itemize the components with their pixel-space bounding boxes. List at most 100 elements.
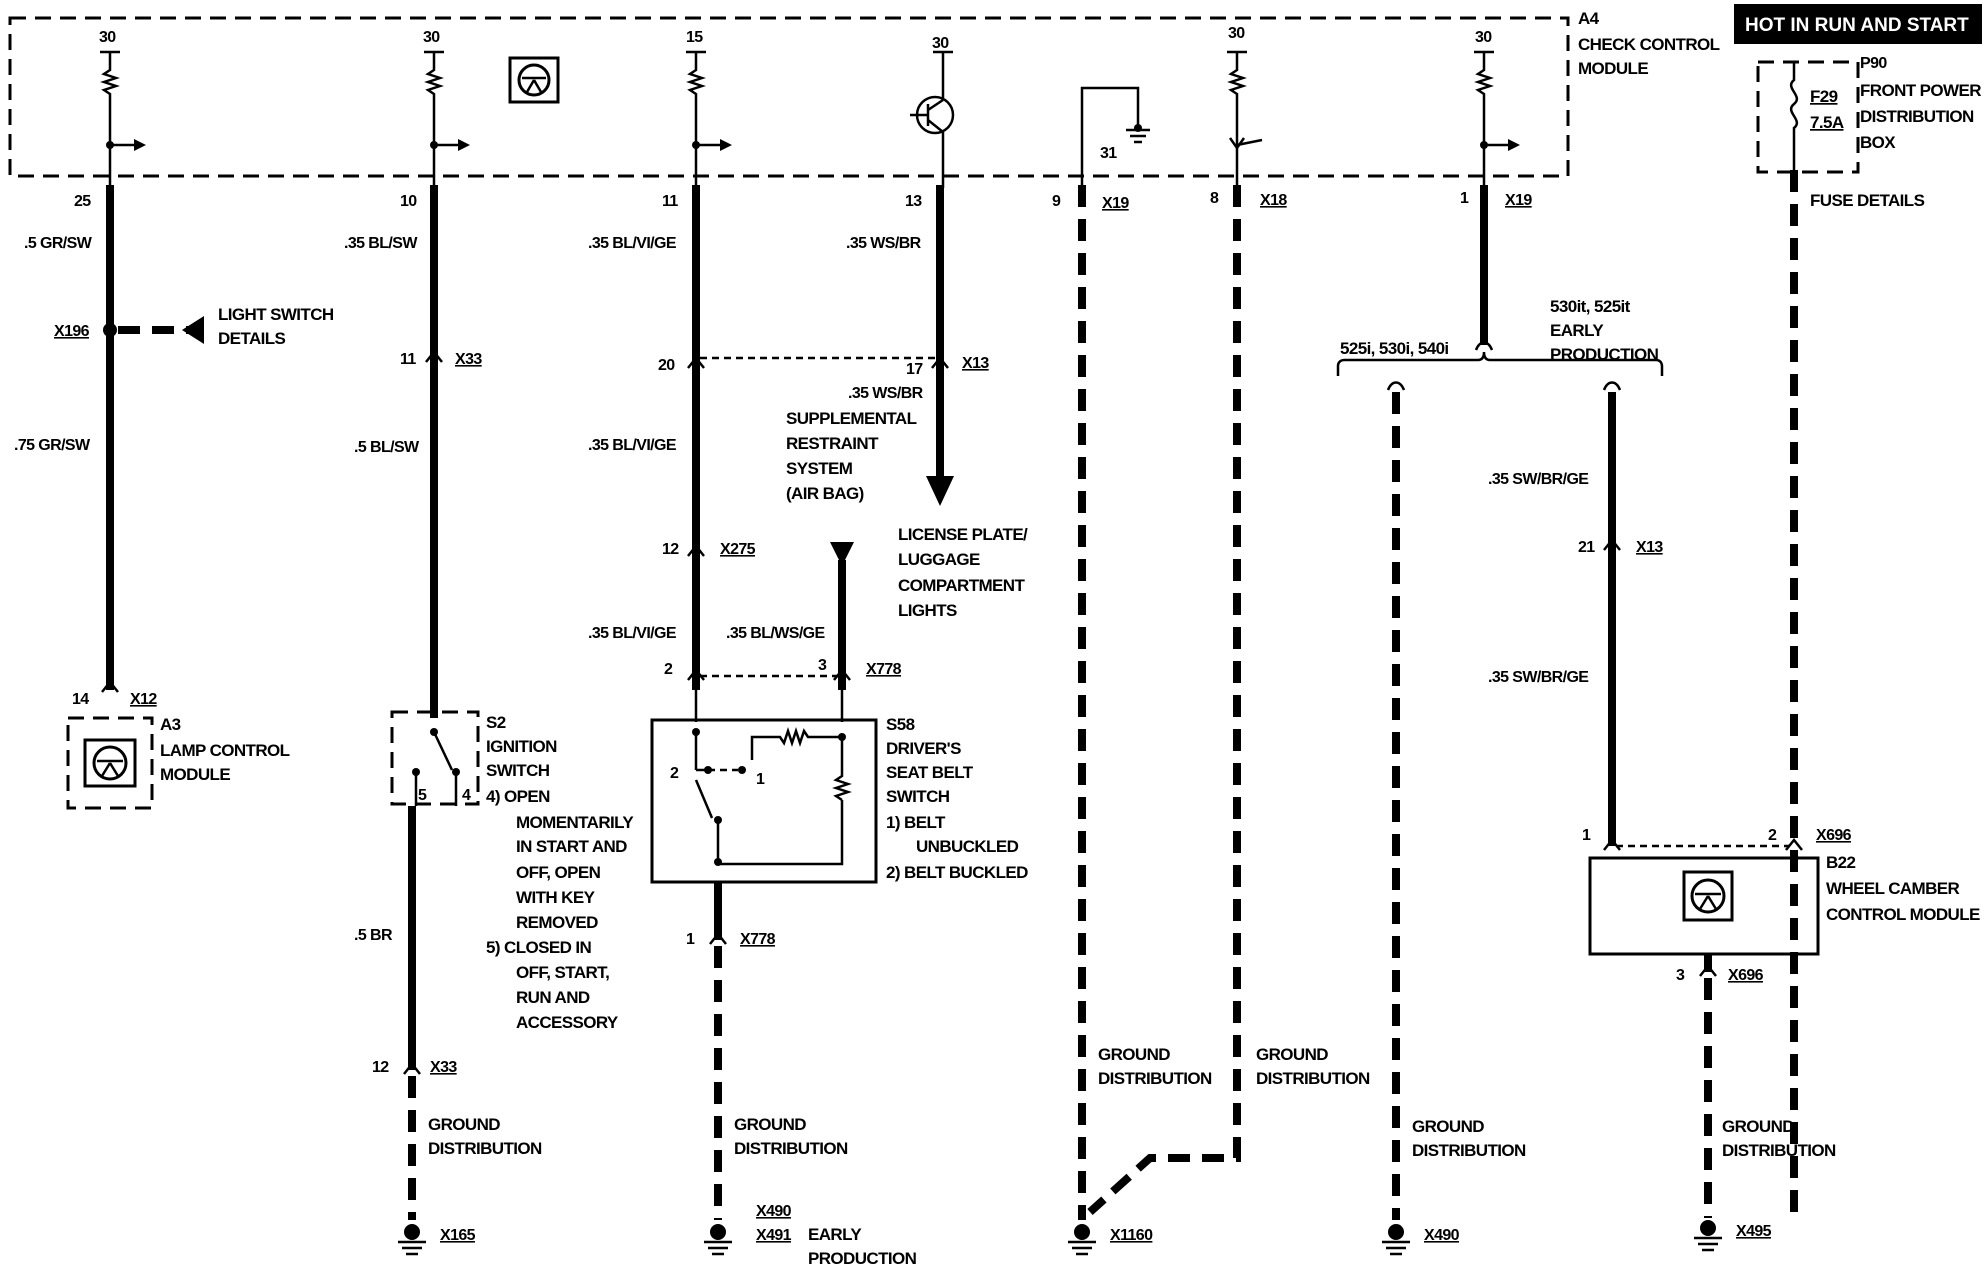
- s2-name-2: SWITCH: [486, 761, 550, 780]
- terminal-15: 15: [686, 29, 703, 46]
- connector-x18: X18: [1260, 192, 1287, 209]
- col7-split-mark: [1474, 341, 1494, 351]
- a4-pin-1: 1: [1460, 190, 1469, 207]
- s2-note-5: REMOVED: [516, 913, 598, 932]
- col2-x33-bottom-mark: [403, 1061, 421, 1075]
- fuse-ref: P90: [1860, 55, 1887, 72]
- terminal-30-b: 30: [423, 29, 440, 46]
- s58-name-2: SEAT BELT: [886, 763, 974, 782]
- splice-x196-label: X196: [54, 323, 90, 340]
- col8-ground-1: GROUND: [1722, 1117, 1794, 1136]
- a4-name-line2: MODULE: [1578, 59, 1648, 78]
- col5-ground-2: DISTRIBUTION: [1098, 1069, 1212, 1088]
- col8-wire-top: .35 SW/BR/GE: [1488, 471, 1589, 488]
- ground-terminal-31: 31: [1100, 145, 1117, 162]
- banner-background: [1734, 4, 1982, 44]
- connector-x19-b: X19: [1505, 192, 1532, 209]
- col1-wire-bottom: .75 GR/SW: [14, 437, 91, 454]
- b22-name-2: CONTROL MODULE: [1826, 905, 1980, 924]
- s2-ignition-switch-box: [390, 710, 480, 806]
- a4-ref: A4: [1578, 9, 1600, 28]
- a4-pin-13: 13: [905, 193, 922, 210]
- license-line-3: COMPARTMENT: [898, 576, 1025, 595]
- s58-seat-belt-switch-box: [650, 718, 878, 884]
- col7-ground-1: GROUND: [1412, 1117, 1484, 1136]
- a3-module-icon: [83, 738, 137, 788]
- col8-pin-2: 2: [1768, 827, 1777, 844]
- col6-ground-2: DISTRIBUTION: [1256, 1069, 1370, 1088]
- col4-wire-top: .35 WS/BR: [846, 235, 922, 252]
- col7-ground-2: DISTRIBUTION: [1412, 1141, 1526, 1160]
- col3-wire-top: .35 BL/VI/GE: [588, 235, 677, 252]
- a4-output-drivers: 31: [100, 50, 1520, 188]
- s2-note-9: ACCESSORY: [516, 1013, 619, 1032]
- col8-pin-3: 3: [1676, 967, 1685, 984]
- col7-ground-x490: X490: [1424, 1227, 1460, 1244]
- col8-connector-x13: X13: [1636, 539, 1663, 556]
- license-line-2: LUGGAGE: [898, 550, 980, 569]
- col2-pin-11: 11: [400, 351, 416, 368]
- ground-symbol-x490-x491: [704, 1224, 732, 1256]
- col7-left-mark: [1386, 381, 1406, 391]
- s2-note-8: RUN AND: [516, 988, 590, 1007]
- col3-pin-2: 2: [664, 661, 673, 678]
- col3-pin-12: 12: [662, 541, 679, 558]
- col8-ground-x495: X495: [1736, 1223, 1772, 1240]
- s2-name-1: IGNITION: [486, 737, 557, 756]
- s2-note-1: MOMENTARILY: [516, 813, 634, 832]
- b22-name-1: WHEEL CAMBER: [1826, 879, 1960, 898]
- terminal-30-a: 30: [99, 29, 116, 46]
- model-bracket: [1336, 351, 1664, 376]
- col8-pin-1: 1: [1582, 827, 1591, 844]
- license-line-4: LIGHTS: [898, 601, 957, 620]
- models-right-2: EARLY: [1550, 321, 1604, 340]
- s2-switch-contacts: [412, 728, 460, 806]
- license-plate-arrow: [830, 542, 854, 566]
- col2-ground-x165: X165: [440, 1227, 476, 1244]
- s2-ref: S2: [486, 713, 506, 732]
- a4-pin-25: 25: [74, 193, 91, 210]
- srs-line-2: RESTRAINT: [786, 434, 879, 453]
- col2-connector-x33: X33: [455, 351, 482, 368]
- wire-col6-ground: [1087, 185, 1241, 1215]
- col3-connector-x275: X275: [720, 541, 756, 558]
- col4-connector-x13: X13: [962, 355, 989, 372]
- a4-pin-11: 11: [662, 193, 678, 210]
- col8-wire-bottom: .35 SW/BR/GE: [1488, 669, 1589, 686]
- col6-ground-1: GROUND: [1256, 1045, 1328, 1064]
- col3-early-2: PRODUCTION: [808, 1249, 917, 1268]
- light-switch-note-1: LIGHT SWITCH: [218, 305, 334, 324]
- s58-state-1: 1) BELT: [886, 813, 946, 832]
- col2-wire-bottom: .5 BR: [354, 927, 393, 944]
- col2-x33-mark: [425, 349, 443, 363]
- col4-arrow-to-srs: [926, 476, 954, 506]
- ground-symbol-x1160: [1068, 1224, 1096, 1256]
- fuse-line2: DISTRIBUTION: [1860, 107, 1974, 126]
- col3-ground-x491: X491: [756, 1227, 792, 1244]
- a3-name-2: MODULE: [160, 765, 230, 784]
- col3-ground-x490: X490: [756, 1203, 792, 1220]
- col3-x275-mark: [687, 543, 705, 557]
- s2-note-4: WITH KEY: [516, 888, 596, 907]
- terminal-30-e: 30: [1475, 29, 1492, 46]
- col2-connector-x33-bottom: X33: [430, 1059, 457, 1076]
- s58-pin-1: 1: [756, 771, 765, 788]
- light-switch-note-2: DETAILS: [218, 329, 286, 348]
- s2-note-7: OFF, START,: [516, 963, 609, 982]
- col3-splice-mark: [687, 355, 705, 369]
- fuse-f29-symbol: [1789, 62, 1799, 180]
- col2-ground-1: GROUND: [428, 1115, 500, 1134]
- ground-symbol-x490-col7: [1382, 1224, 1410, 1256]
- s58-switch-internals: [692, 690, 852, 866]
- col4-pin-17: 17: [906, 361, 923, 378]
- models-right-1: 530it, 525it: [1550, 297, 1631, 316]
- s2-note-0: 4) OPEN: [486, 787, 550, 806]
- models-left: 525i, 530i, 540i: [1340, 339, 1449, 358]
- col1-pin-14: 14: [72, 691, 89, 708]
- s58-pin-2: 2: [670, 765, 679, 782]
- a3-lamp-control-module-box: [66, 716, 154, 810]
- col8-pin-21: 21: [1578, 539, 1595, 556]
- license-line-1: LICENSE PLATE/: [898, 525, 1028, 544]
- col3-ground-2: DISTRIBUTION: [734, 1139, 848, 1158]
